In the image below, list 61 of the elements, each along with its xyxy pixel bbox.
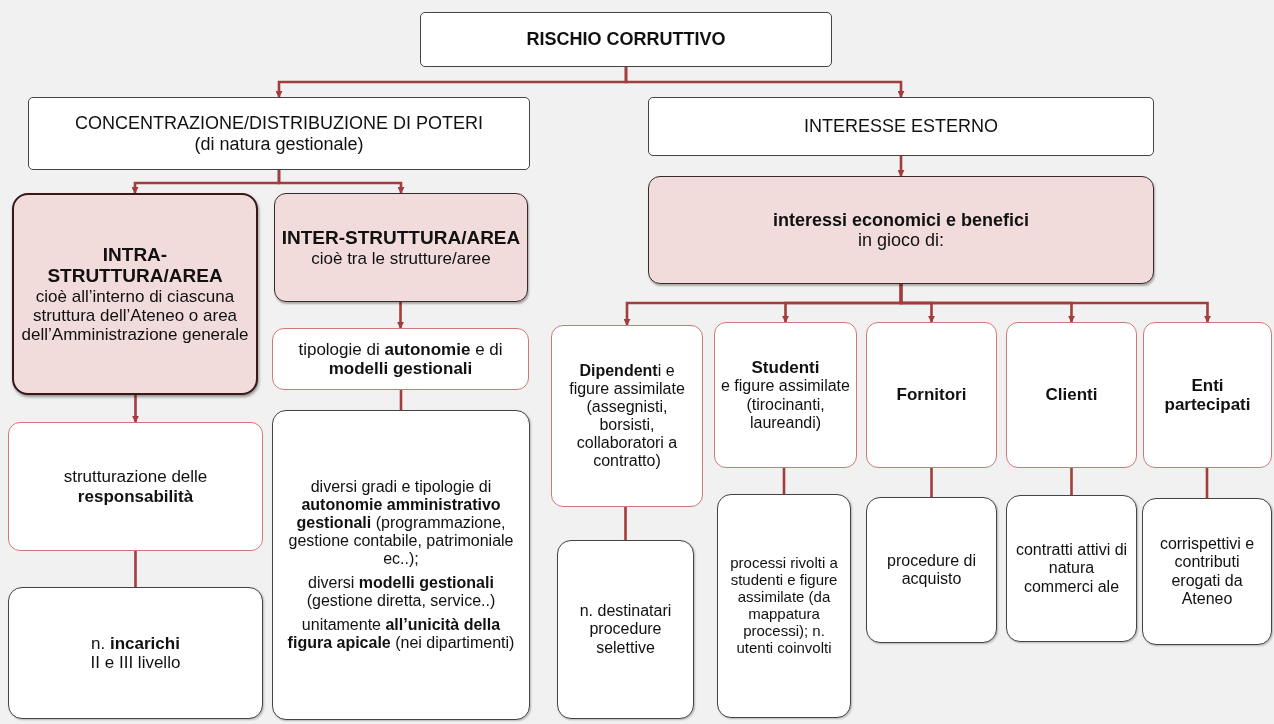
node-title: Studenti [751,358,820,378]
node-text: diversi gradi e tipologie di autonomie amministrativo gestionali (programmazione, gestione contabile, patrimoniale ec..); [287,477,515,569]
topic-box [551,325,703,507]
arrow [899,284,1211,323]
arrow [897,156,905,177]
node-text: (di natura gestionale) [194,133,364,154]
node-title: INTRA-STRUTTURA/AREA [46,243,224,287]
topic-box [8,422,263,551]
category-box [12,193,258,395]
heading-box [420,12,832,67]
topic-box [714,322,857,468]
connector-line [134,551,137,587]
topic-box [272,328,529,390]
node-text: e figure assimilate (tirocinanti, laureandi) [721,377,850,432]
detail-box [272,410,530,720]
arrow [277,170,405,194]
heading-box [648,97,1154,156]
topic-box [866,322,997,468]
node-text: cioè all’interno di ciascuna struttura dell’Ateneo o area dell’Amministrazione generale [20,286,250,345]
node-title: Clienti [1045,385,1098,405]
detail-box [8,587,263,719]
arrow [132,395,139,423]
topic-box [1006,322,1137,468]
node-text: Dipendenti e figure assimilate (assegnisti, borsisti, collaboratori a contratto) [568,361,686,471]
arrow [624,67,905,98]
node-text: II e III livello [90,653,181,673]
node-text: in gioco di: [857,230,945,251]
node-text: n. destinatari procedure selettive [578,602,673,657]
node-text: processi rivolti a studenti e figure assimilate (da mappatura processi); n. utenti coinvolti [729,555,839,657]
node-text: contratti attivi di natura commerci ale [1014,541,1129,596]
category-box [648,176,1154,284]
detail-box [1142,498,1272,645]
node-text: strutturazione delle responsabilità [62,467,209,506]
node-text: procedure di acquisto [886,551,977,589]
category-box [274,193,528,302]
heading-box [28,97,530,170]
node-text: CONCENTRAZIONE/DISTRIBUZIONE DI POTERI [75,113,483,134]
node-title: Enti partecipati [1163,375,1252,415]
connector-line [399,390,403,410]
node-text: INTERESSE ESTERNO [803,116,998,137]
node-text: diversi modelli gestionali (gestione diretta, service..) [305,574,497,611]
node-title: Fornitori [896,385,967,405]
connector-line [1205,468,1209,498]
detail-box [1006,495,1137,642]
detail-box [866,497,997,643]
node-text: tipologie di autonomie e di modelli gestionali [297,339,504,379]
node-text: n. incarichi [91,633,180,653]
node-text: cioè tra le strutture/aree [311,248,491,268]
detail-box [717,494,851,718]
connector-line [930,468,933,497]
node-text: corrispettivi e contributi erogati da Ateneo [1158,535,1256,608]
detail-box [557,540,694,719]
node-title: INTER-STRUTTURA/AREA [281,227,521,249]
connector-line [624,507,627,540]
connector-line [1070,468,1073,495]
connector-line [782,468,786,494]
node-text: unitamente all’unicità della figura apicale (nei dipartimenti) [286,616,516,653]
arrow [397,302,404,329]
node-title: RISCHIO CORRUTTIVO [526,29,726,50]
topic-box [1143,322,1272,468]
node-title: interessi economici e benefici [772,209,1030,230]
